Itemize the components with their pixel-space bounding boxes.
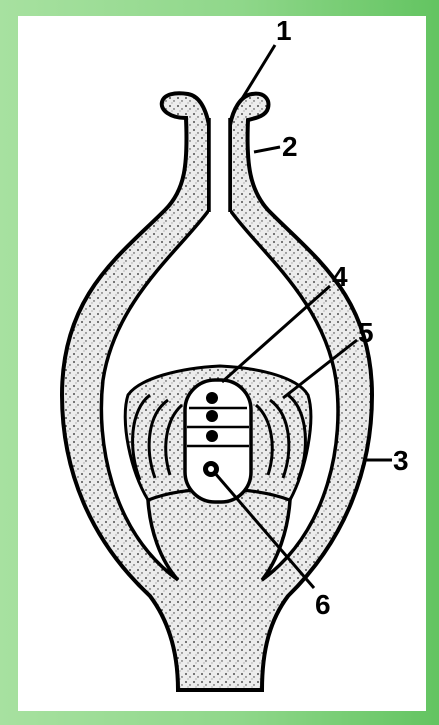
style-canal	[209, 118, 230, 218]
label-3: 3	[393, 445, 409, 476]
label-4: 4	[332, 261, 348, 292]
label-2: 2	[282, 131, 298, 162]
nuclei	[206, 392, 218, 442]
label-1: 1	[276, 15, 292, 46]
central-nucleus-core	[208, 466, 214, 472]
label-5: 5	[358, 317, 374, 348]
embryo-sac	[185, 380, 251, 502]
label-6: 6	[315, 589, 331, 620]
